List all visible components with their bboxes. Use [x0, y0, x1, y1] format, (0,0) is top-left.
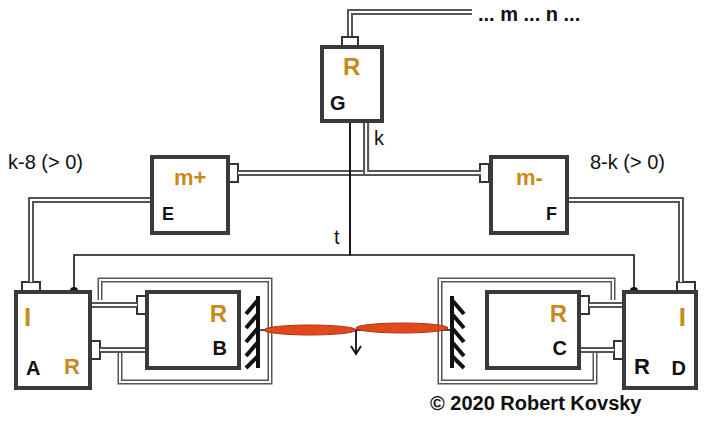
loop-wire: [440, 280, 613, 382]
double-wire: [100, 350, 145, 351]
wire: [238, 123, 366, 173]
double-wire: [581, 350, 614, 351]
spindle: [356, 323, 448, 333]
double-wire: [238, 123, 366, 173]
wire: [366, 123, 481, 173]
signal-line: [350, 123, 638, 295]
wire: [350, 12, 472, 38]
wire: [92, 304, 137, 306]
role-letter: R: [210, 302, 227, 326]
muscle-bar: [246, 296, 464, 368]
port: [91, 341, 100, 359]
wire: [569, 200, 681, 282]
wire: [589, 302, 622, 308]
integrator-box: I A R: [14, 290, 92, 390]
wire: [581, 347, 614, 353]
node-name: R: [634, 356, 650, 378]
signal-label: t: [332, 226, 342, 248]
router-box: RG: [320, 45, 384, 123]
wire: [366, 123, 481, 173]
role-letter: R: [550, 302, 567, 326]
integrator-box: I R D: [622, 290, 698, 390]
signal-label: k-8 (> 0): [6, 151, 85, 173]
wire: [569, 200, 681, 282]
increment-box: m+E: [150, 155, 230, 235]
wire: [238, 123, 366, 173]
double-wire: [569, 200, 681, 282]
node-name: G: [330, 93, 346, 113]
wire: [31, 200, 150, 282]
role-letter: I: [24, 304, 31, 330]
copyright-note: © 2020 Robert Kovsky: [428, 392, 644, 414]
wire: [581, 349, 614, 351]
port: [480, 164, 489, 182]
node-name: E: [162, 205, 174, 223]
double-wire: [31, 200, 150, 282]
role-letter: R: [64, 356, 80, 378]
reflex-box: RC: [485, 290, 581, 370]
role-letter: m-: [516, 167, 543, 189]
wire: [100, 349, 145, 351]
wire: [31, 200, 150, 282]
port: [580, 296, 589, 314]
signal-label: k: [372, 127, 386, 149]
wire: [100, 347, 145, 353]
signal-label: 8-k (> 0): [588, 151, 667, 173]
wire: [589, 304, 622, 306]
node-name: F: [546, 205, 557, 223]
loop-wire: [440, 280, 613, 382]
double-wire: [589, 305, 622, 306]
wire: [74, 123, 350, 290]
role-letter: I: [679, 304, 686, 330]
loop-wire: [100, 280, 270, 382]
node-name: A: [26, 358, 40, 378]
double-wire: [366, 123, 481, 173]
wire: [350, 12, 472, 38]
role-letter: m+: [174, 167, 206, 189]
spindle: [264, 325, 356, 335]
signal-names: ... m ... n ...: [476, 3, 582, 25]
node-name: B: [213, 338, 227, 358]
double-wire: [92, 305, 137, 306]
load-arrow: [351, 330, 361, 354]
role-letter: R: [343, 55, 360, 79]
port: [229, 164, 238, 182]
wire: [92, 302, 137, 308]
node-name: C: [553, 338, 567, 358]
reflex-box: RB: [145, 290, 241, 370]
wire: [350, 123, 634, 290]
loop-wire: [100, 280, 270, 382]
decrement-box: m-F: [489, 155, 569, 235]
signal-line: [70, 123, 350, 295]
node-name: D: [672, 358, 686, 378]
